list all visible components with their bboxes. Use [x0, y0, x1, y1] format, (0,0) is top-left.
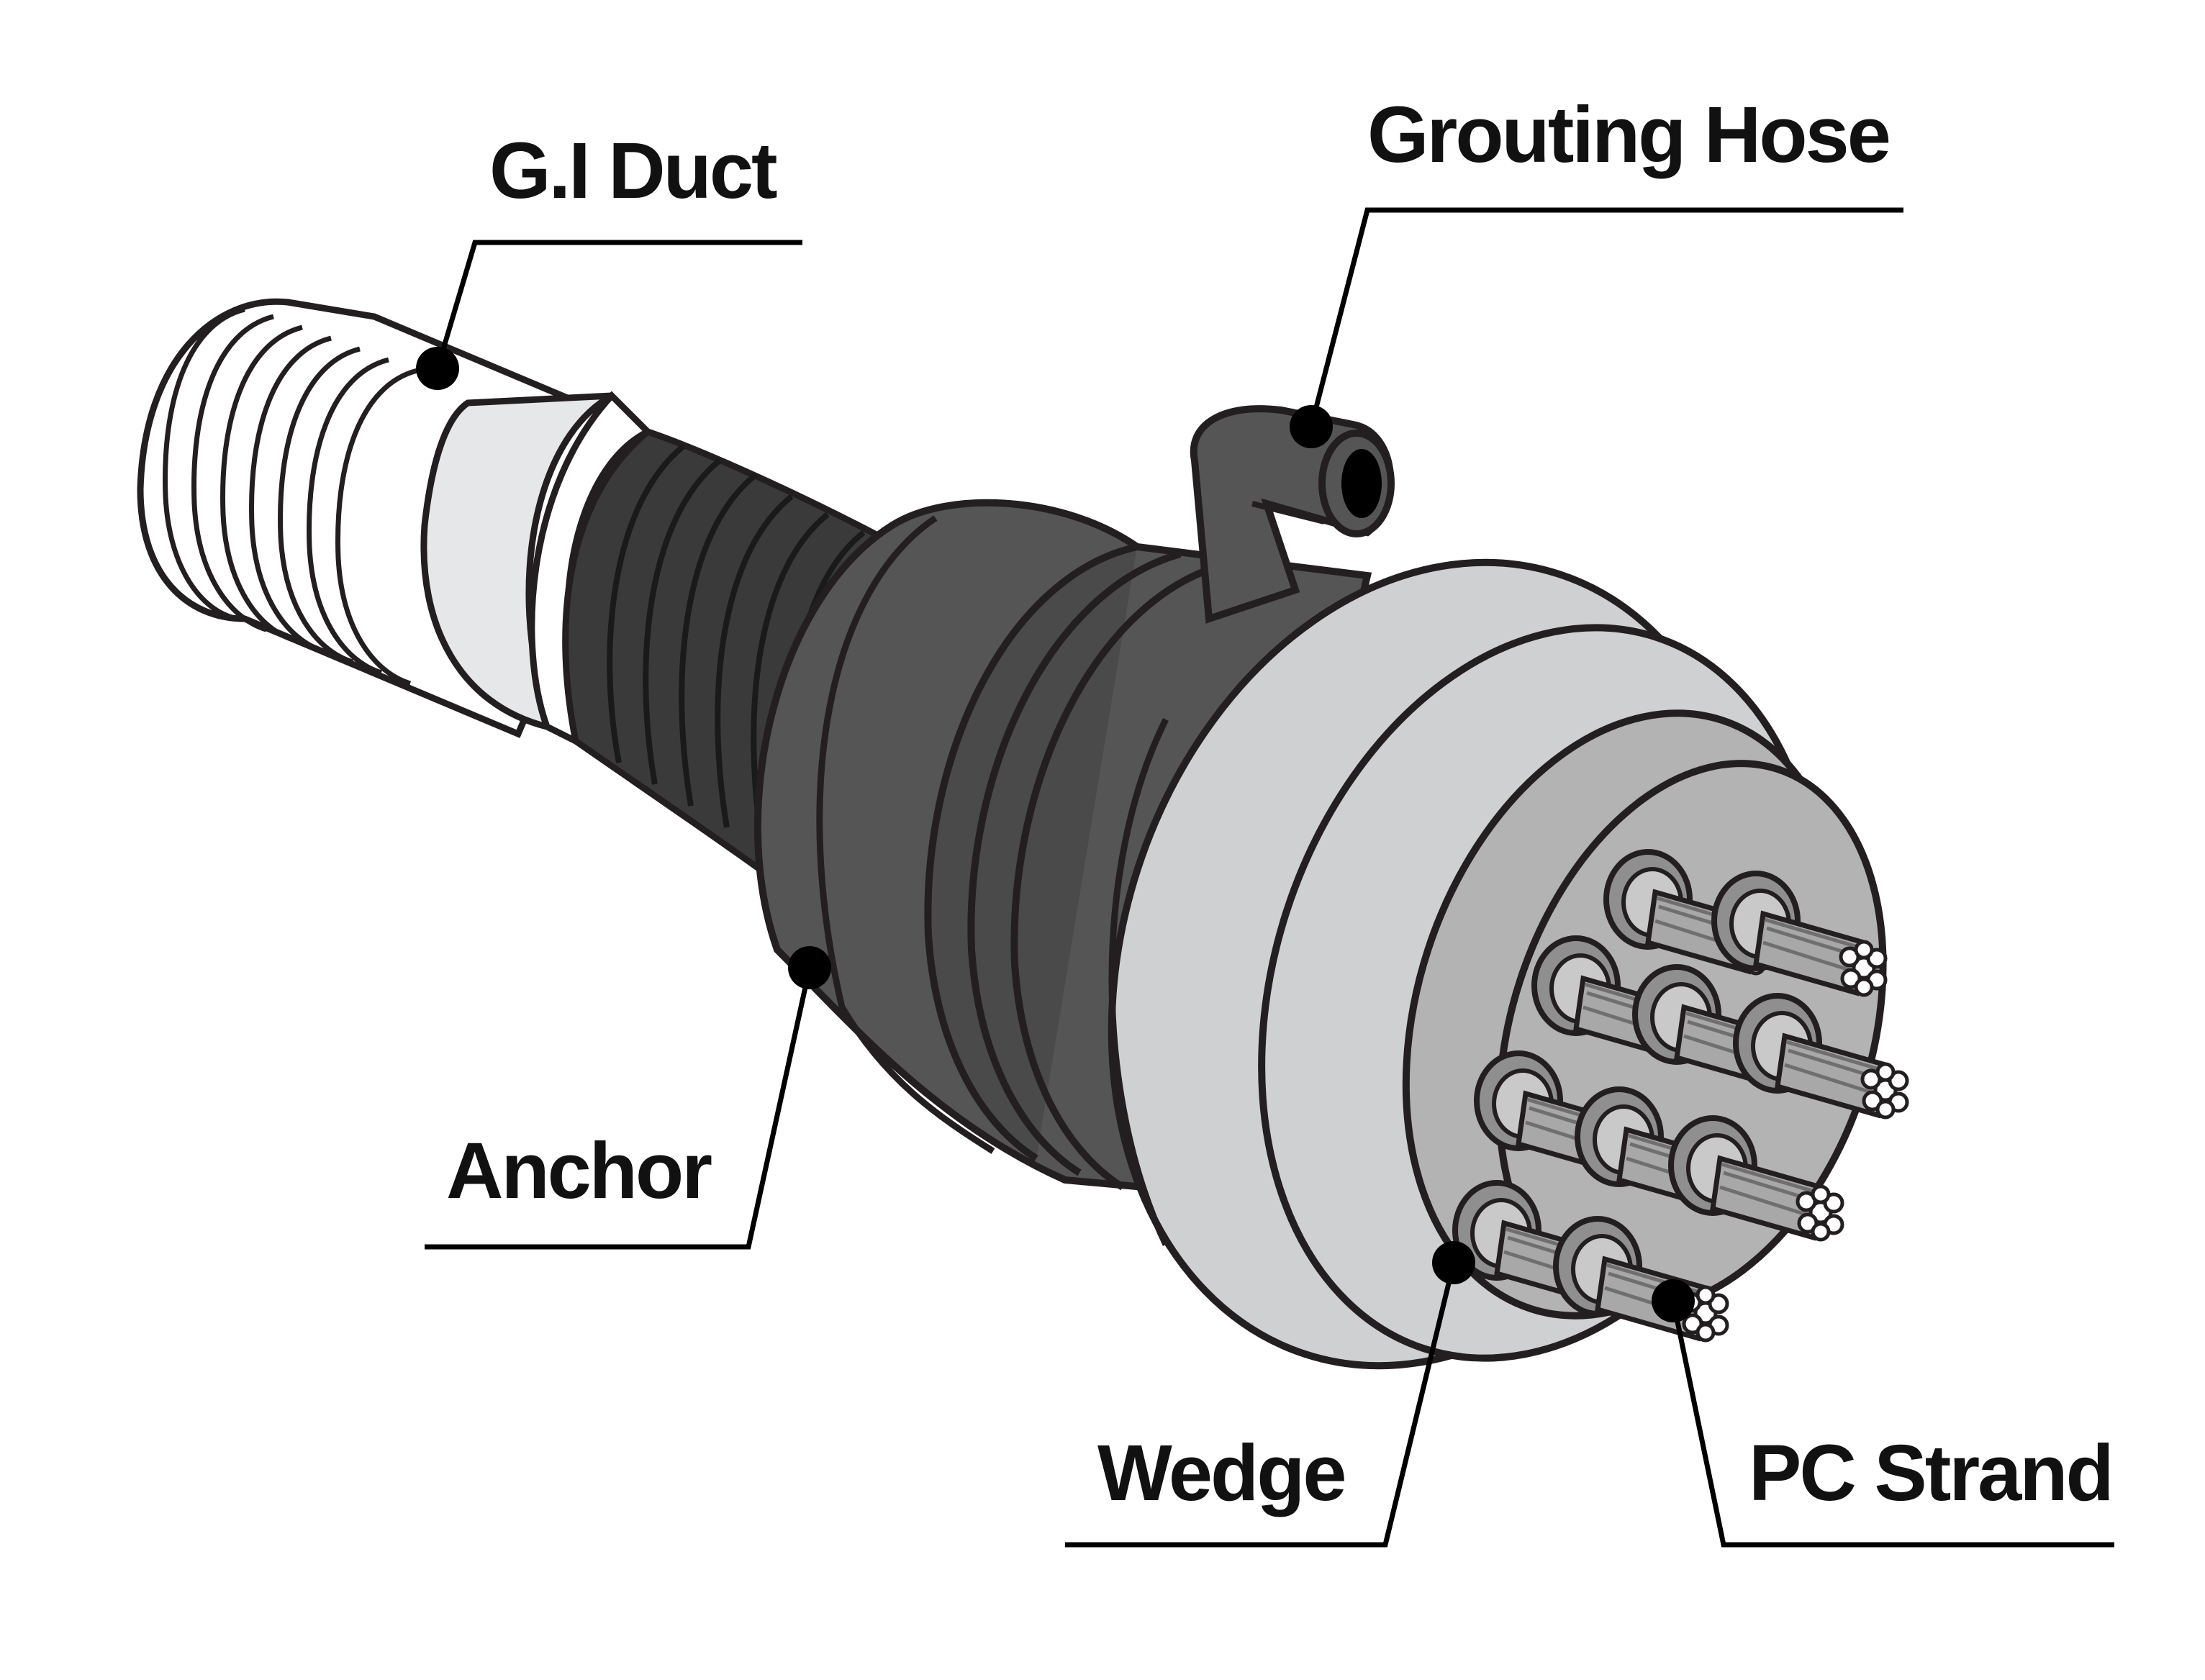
- gi-duct-leader: [435, 240, 802, 369]
- label-anchor: Anchor: [446, 1127, 712, 1215]
- anchor-dot: [788, 946, 831, 989]
- grouting-hose-leader: [1308, 207, 1903, 427]
- label-wedge: Wedge: [1097, 1429, 1345, 1517]
- label-pc-strand: PC Strand: [1749, 1429, 2112, 1517]
- pc-strand-dot: [1652, 1279, 1695, 1322]
- pc-strand-leader: [1670, 1300, 2114, 1548]
- gi-duct: [137, 298, 653, 747]
- label-gi-duct: G.I Duct: [489, 127, 777, 215]
- wedge-dot: [1432, 1241, 1475, 1284]
- leaders: [416, 207, 2114, 1548]
- label-grouting-hose: Grouting Hose: [1367, 91, 1889, 179]
- grouting-hose: [1190, 405, 1395, 624]
- wedge-leader: [1065, 1262, 1457, 1548]
- gi-duct-dot: [416, 347, 459, 390]
- grouting-hose-dot: [1290, 405, 1333, 448]
- anchor-leader: [425, 967, 812, 1250]
